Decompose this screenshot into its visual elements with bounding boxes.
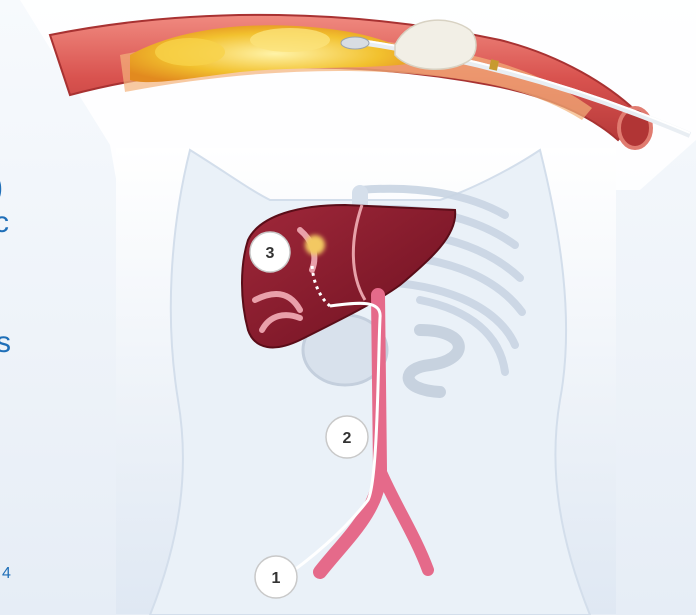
tumor [305,235,325,255]
balloon-tip [341,37,369,49]
marker-3-label: 3 [266,245,275,262]
marker-1: 1 [255,556,297,598]
marker-1-label: 1 [272,570,281,587]
marker-2: 2 [326,416,368,458]
marker-3: 3 [250,232,290,272]
marker-2-label: 2 [343,430,352,447]
